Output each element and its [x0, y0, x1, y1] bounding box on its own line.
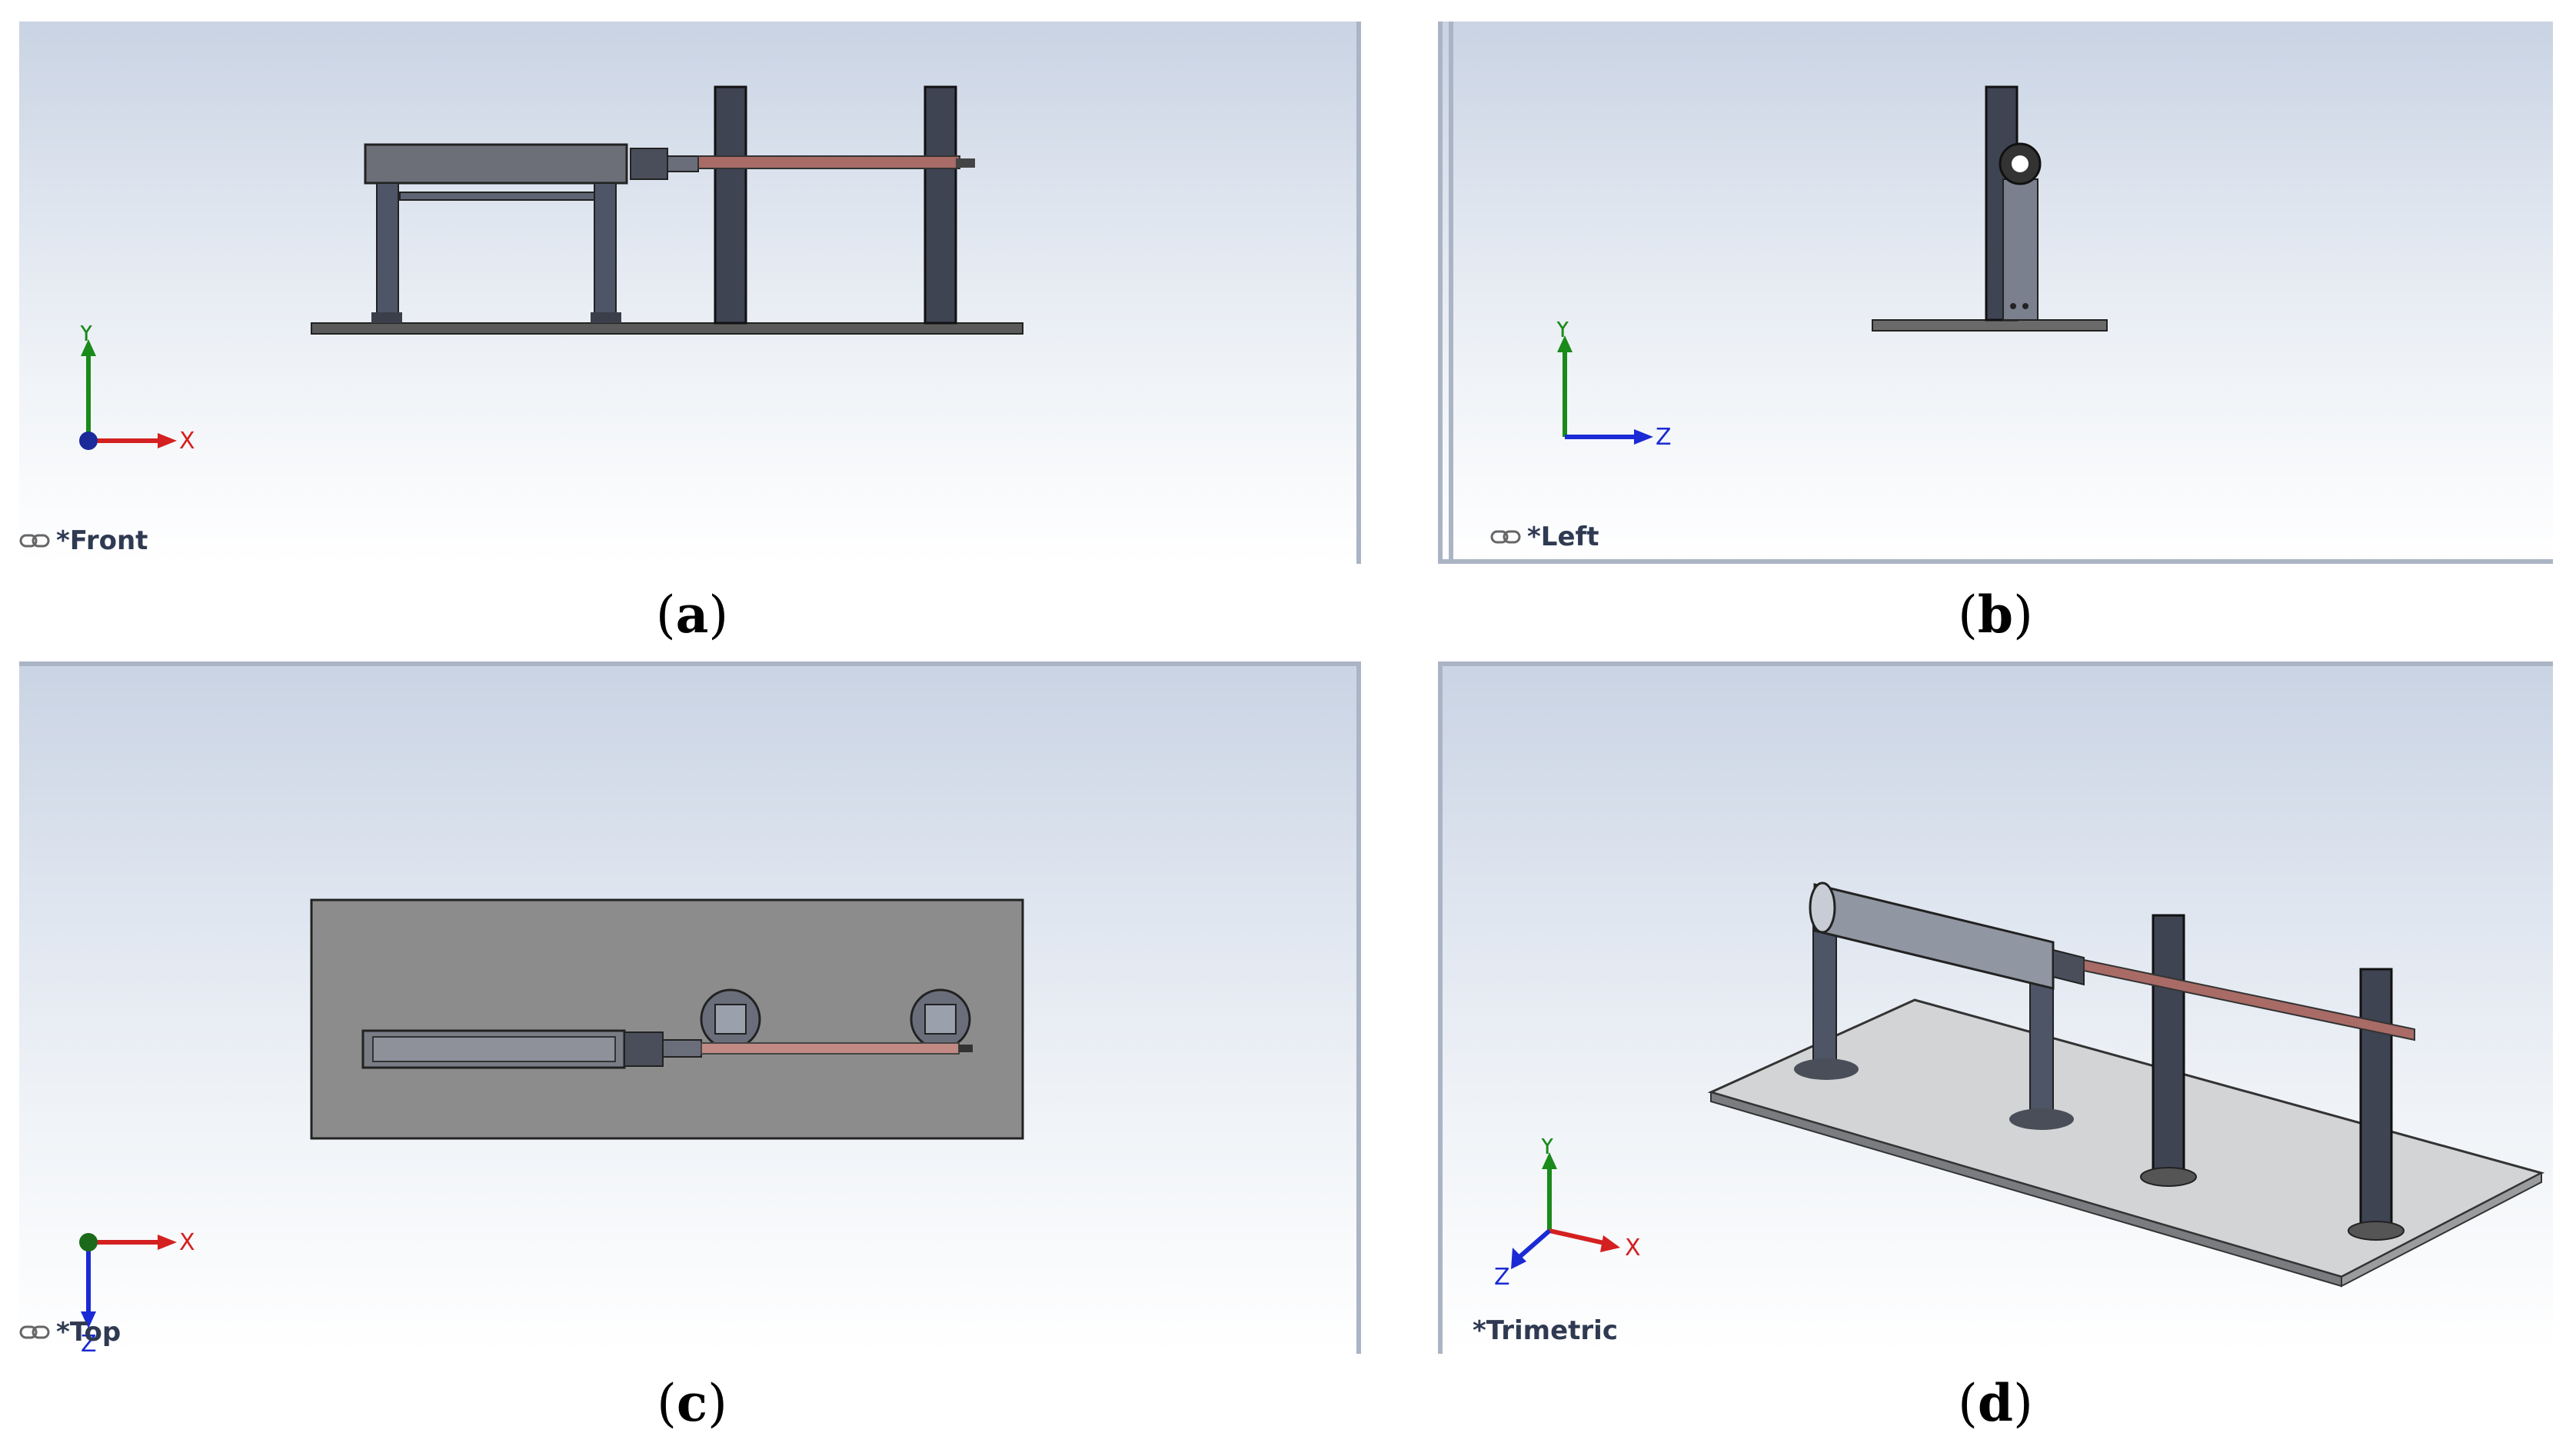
view-label-text: *Left — [1527, 522, 1599, 552]
viewport-divider — [1449, 22, 1453, 564]
caption-close-paren: ) — [2013, 585, 2033, 645]
viewport-top-border — [1438, 662, 2553, 666]
axis-y-label: Y — [1539, 1138, 1555, 1160]
viewport-bottom-border — [1438, 559, 2553, 564]
viewport-divider — [1356, 662, 1361, 1354]
axis-x-label: X — [179, 1229, 195, 1256]
caption-letter: c — [676, 1373, 708, 1433]
caption-letter: d — [1977, 1373, 2014, 1433]
view-label-left: *Left — [1490, 522, 1599, 552]
viewport-divider — [1438, 22, 1443, 564]
caption-open-paren: ( — [657, 1374, 677, 1433]
link-icon — [19, 1325, 50, 1339]
caption-close-paren: ) — [708, 585, 729, 645]
axis-z-label: Z — [1656, 424, 1672, 451]
viewport-left[interactable]: Y Z *Left — [1438, 22, 2553, 564]
view-label-front: *Front — [19, 525, 148, 556]
left-view-model — [1872, 85, 2108, 332]
caption-close-paren: ) — [707, 1374, 727, 1433]
front-view-model — [311, 85, 1023, 335]
axis-triad-icon: Y Z — [1555, 322, 1672, 451]
caption-b: (b) — [1842, 585, 2149, 645]
caption-open-paren: ( — [655, 585, 676, 645]
axis-triad-icon: X Z — [79, 1229, 195, 1354]
viewport-trimetric[interactable]: Y X Z *Trimetric — [1438, 662, 2553, 1354]
trimetric-view-model — [1707, 881, 2545, 1288]
axis-y-label: Y — [1555, 322, 1570, 343]
link-icon — [1490, 530, 1521, 544]
caption-open-paren: ( — [1958, 585, 1978, 645]
axis-x-label: X — [179, 428, 195, 455]
viewport-top[interactable]: X Z *Top — [19, 662, 1361, 1354]
caption-a: (a) — [538, 585, 846, 645]
view-label-top: *Top — [19, 1317, 121, 1348]
viewport-divider — [1438, 662, 1443, 1354]
caption-close-paren: ) — [2013, 1374, 2033, 1433]
viewport-divider — [1356, 22, 1361, 564]
axis-x-label: X — [1625, 1235, 1641, 1261]
viewport-top-border — [19, 662, 1361, 666]
viewport-front[interactable]: Y X *Front — [19, 22, 1361, 564]
view-label-text: *Top — [56, 1317, 121, 1348]
top-view-model — [310, 898, 1024, 1140]
caption-letter: b — [1977, 585, 2014, 645]
view-label-text: *Trimetric — [1473, 1315, 1618, 1346]
axis-triad-icon: Y X — [78, 325, 195, 455]
axis-y-label: Y — [78, 325, 94, 347]
caption-d: (d) — [1842, 1373, 2149, 1433]
caption-letter: a — [675, 585, 709, 645]
axis-z-label: Z — [1494, 1264, 1510, 1291]
view-label-text: *Front — [56, 525, 148, 556]
caption-c: (c) — [538, 1373, 846, 1433]
link-icon — [19, 534, 50, 548]
view-label-trimetric: *Trimetric — [1473, 1315, 1618, 1346]
axis-triad-icon: Y X Z — [1494, 1138, 1641, 1291]
axis-z-label: Z — [81, 1331, 97, 1354]
caption-open-paren: ( — [1958, 1374, 1978, 1433]
